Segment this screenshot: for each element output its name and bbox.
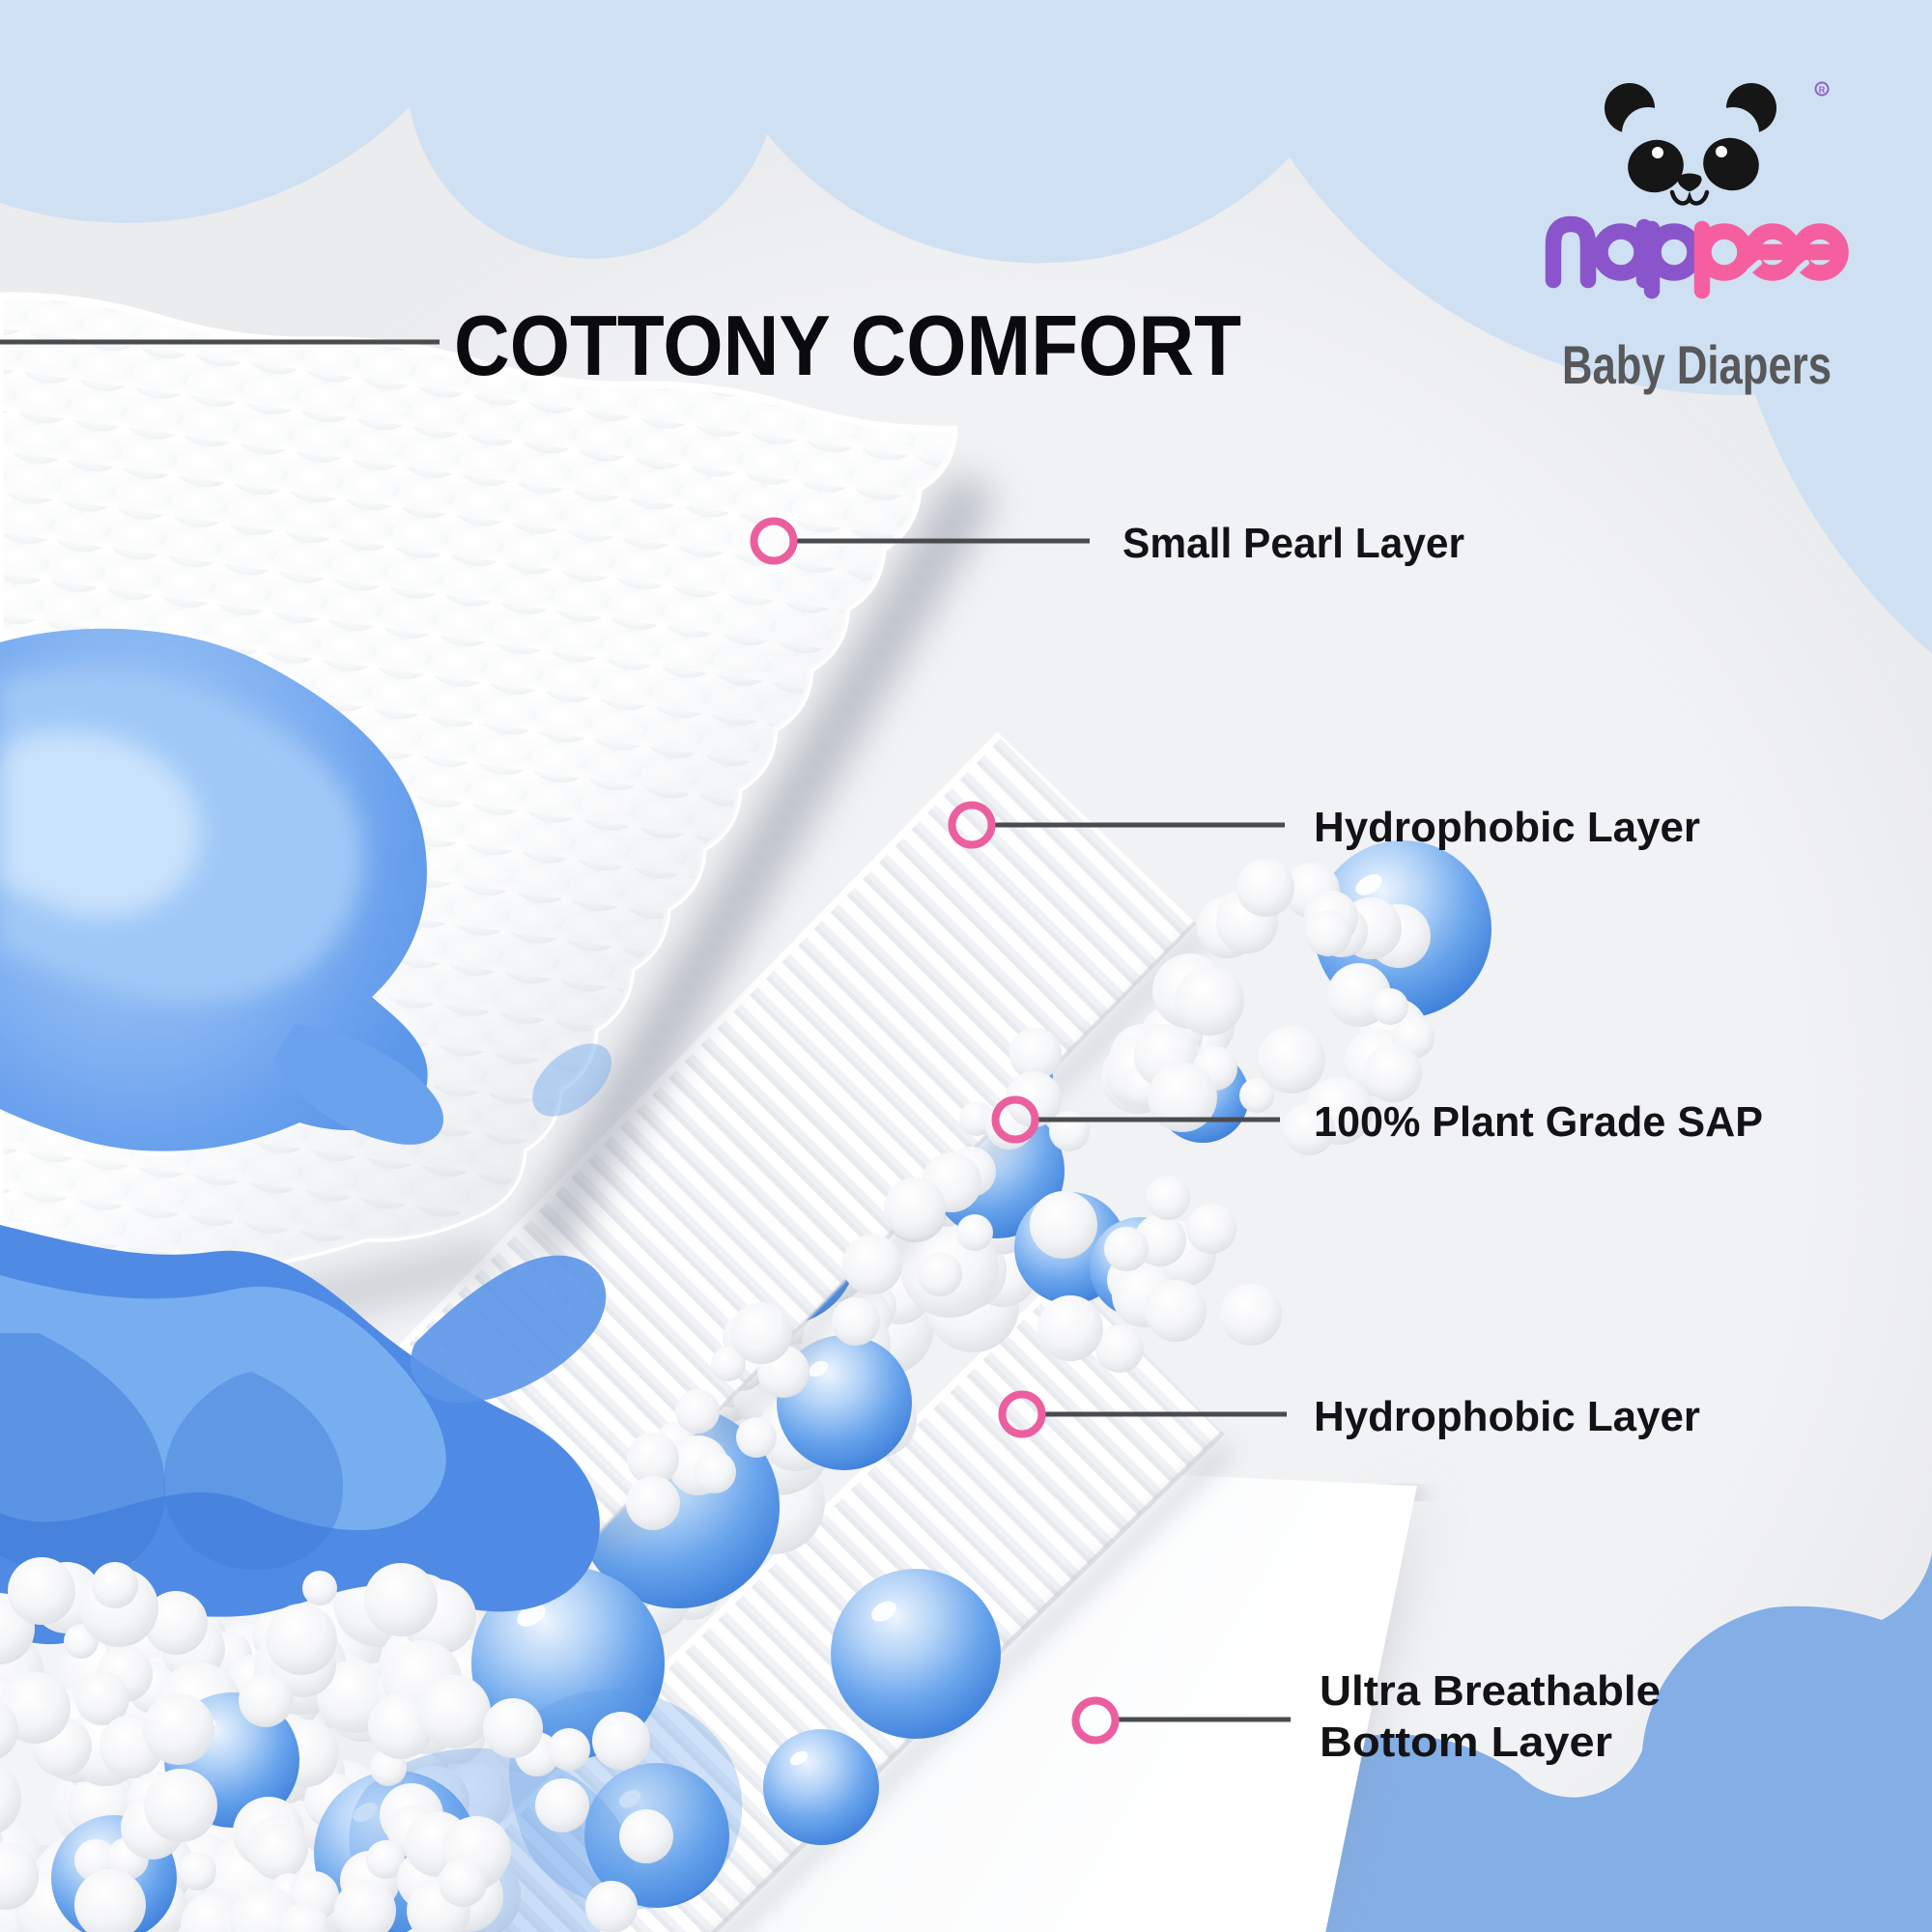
svg-text:Hydrophobic Layer: Hydrophobic Layer (1314, 1393, 1700, 1440)
svg-text:100% Plant Grade SAP: 100% Plant Grade SAP (1314, 1098, 1763, 1146)
svg-text:Hydrophobic Layer: Hydrophobic Layer (1314, 804, 1700, 851)
svg-text:R: R (1819, 85, 1826, 95)
svg-text:Ultra Breathable: Ultra Breathable (1320, 1667, 1661, 1715)
svg-text:COTTONY COMFORT: COTTONY COMFORT (454, 298, 1241, 393)
svg-text:Bottom Layer: Bottom Layer (1320, 1719, 1612, 1766)
svg-text:Small Pearl Layer: Small Pearl Layer (1122, 520, 1464, 567)
svg-text:Baby Diapers: Baby Diapers (1562, 334, 1832, 395)
